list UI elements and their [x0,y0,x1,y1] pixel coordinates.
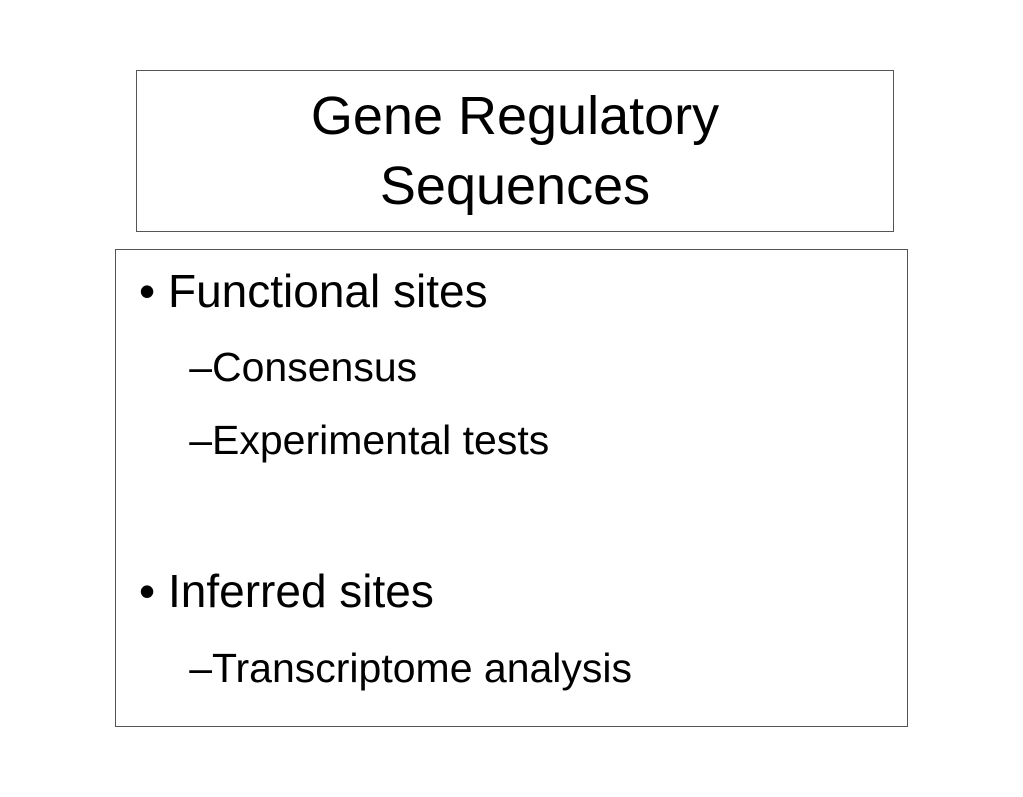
bullet-marker: • [138,265,156,317]
subitem-text: Consensus [212,344,418,390]
bullet-text: Inferred sites [168,565,434,617]
bullet-item-inferred-sites: •Inferred sites [126,563,434,619]
bullet-marker: • [138,565,156,617]
subitem-experimental-tests: –Experimental tests [176,415,549,465]
bullet-text: Functional sites [168,265,488,317]
subitem-marker: – [189,344,212,390]
slide-title-line-1: Gene Regulatory [310,86,720,146]
subitem-consensus: –Consensus [176,342,417,392]
slide-title-line-2: Sequences [379,156,651,216]
subitem-text: Transcriptome analysis [212,645,633,691]
subitem-transcriptome-analysis: –Transcriptome analysis [176,643,632,693]
subitem-text: Experimental tests [212,417,550,463]
slide-content-box: •Functional sites –Consensus –Experiment… [115,249,908,727]
subitem-marker: – [189,645,212,691]
slide-title-box: Gene Regulatory Sequences [136,70,894,232]
bullet-item-functional-sites: •Functional sites [126,263,488,319]
subitem-marker: – [189,417,212,463]
